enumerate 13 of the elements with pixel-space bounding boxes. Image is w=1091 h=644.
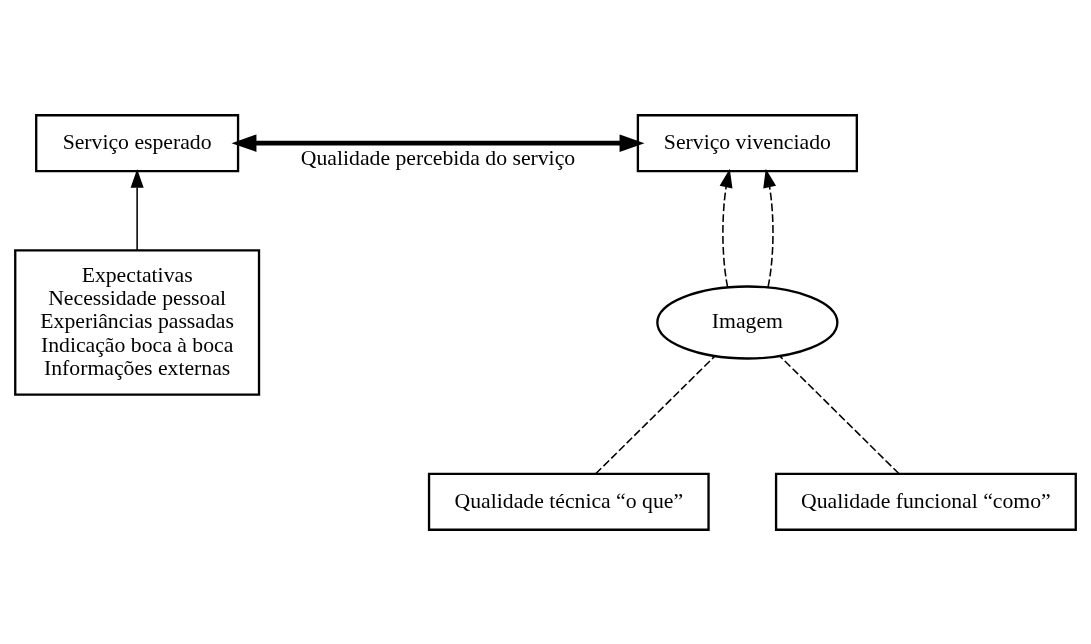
connector	[595, 355, 716, 474]
edge-label: Qualidade percebida do serviço	[300, 145, 576, 170]
node-box: Expectativas Necessidade pessoal Experiâncias passadas Indicação boca à boca Informações externas	[14, 248, 261, 396]
node-box: Qualidade técnica “o que”	[427, 472, 710, 531]
node-box: Serviço esperado	[35, 113, 240, 172]
arrow	[719, 168, 733, 288]
arrow	[231, 133, 645, 152]
node-box: Qualidade funcional “como”	[774, 472, 1077, 531]
connector	[779, 355, 900, 474]
node-box: Serviço vivenciado	[636, 113, 858, 172]
arrow	[763, 168, 777, 288]
node-ellipse: Imagem	[656, 284, 839, 360]
arrow	[130, 168, 144, 251]
